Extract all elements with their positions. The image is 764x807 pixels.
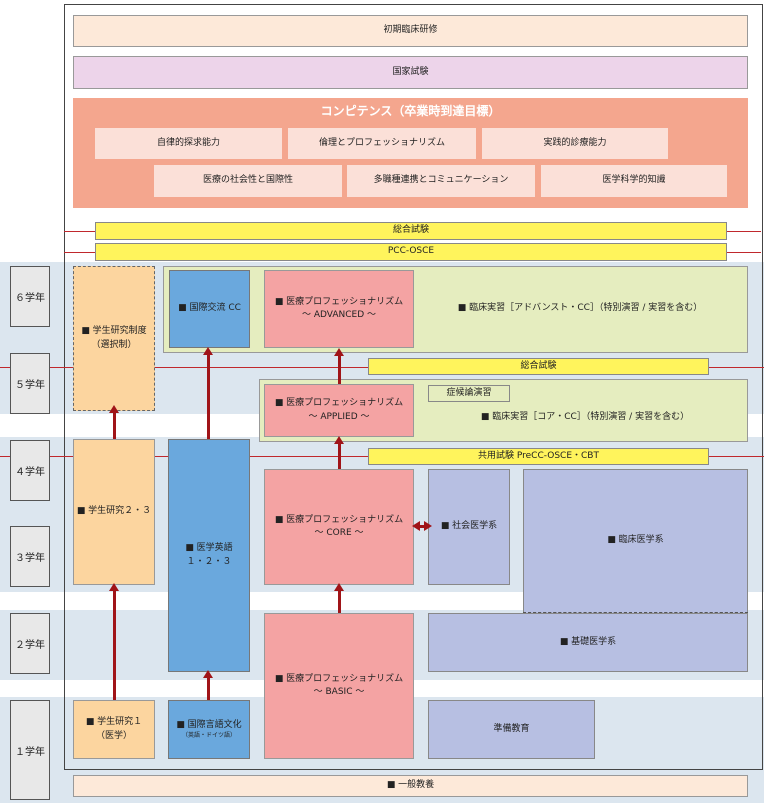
arrowhead-research1-to-23 [109,583,119,591]
competency-item: 倫理とプロフェッショナリズム [288,128,476,159]
competency-item: 医学科学的知識 [541,165,727,197]
arrow-research23-to-system [113,412,116,439]
student-research-23-box: ■ 学生研究２・３ [73,439,155,585]
med-english-box: ■ 医学英語 １・２・３ [168,439,250,672]
curriculum-frame [64,4,763,770]
competency-item: 医療の社会性と国際性 [154,165,342,197]
arrowhead-core-to-applied [334,436,344,444]
clinical-basic-dashed-divider [523,612,748,613]
intl-lang-title: ■ 国際言語文化 [176,719,242,730]
general-edu-box: ■ 一般教養 [73,775,748,797]
arrow-core-social-left-head [412,521,420,531]
prep-edu-box: 準備教育 [428,700,595,759]
prof-advanced-box: ■ 医療プロフェッショナリズム 〜 ADVANCED 〜 [264,270,414,348]
common-exam-bar: 共用試験 PreCC-OSCE・CBT [368,448,709,465]
comprehensive-exam-grade5-bar: 総合試験 [368,358,709,375]
grade-label-2: ２学年 [10,613,50,674]
competency-title: コンピテンス（卒業時到達目標） [320,104,501,119]
initial-training-box: 初期臨床研修 [73,15,748,47]
clinical-core-label: ■ 臨床実習［コア・CC］（特別演習 / 実習を含む） [480,412,690,423]
grade-label-3: ３学年 [10,526,50,587]
grade-label-5: ５学年 [10,353,50,414]
intl-cc-box: ■ 国際交流 CC [169,270,250,348]
symptom-seminar-box: 症候論演習 [428,385,510,402]
student-research-system-box: ■ 学生研究制度 （選択制） [73,266,155,411]
arrow-english-to-intl-cc [207,355,210,439]
competency-item: 多職種連携とコミュニケーション [347,165,535,197]
arrow-basic-to-core [338,590,341,613]
arrow-core-to-applied [338,444,341,469]
intl-lang-subtitle: （英語・ドイツ語） [181,731,236,739]
competency-item: 実践的診療能力 [482,128,668,159]
arrowhead-research23-to-system [109,405,119,413]
pcc-osce-bar: PCC-OSCE [95,243,727,261]
clinical-med-box: ■ 臨床医学系 [523,469,748,613]
prof-applied-box: ■ 医療プロフェッショナリズム 〜 APPLIED 〜 [264,384,414,437]
prof-core-box: ■ 医療プロフェッショナリズム 〜 CORE 〜 [264,469,414,585]
grade-label-6: ６学年 [10,266,50,327]
social-med-box: ■ 社会医学系 [428,469,510,585]
grade-label-1: １学年 [10,700,50,800]
comprehensive-exam-bar: 総合試験 [95,222,727,240]
arrow-research1-to-23 [113,590,116,700]
clinical-advanced-label: ■ 臨床実習［アドバンスト・CC］（特別演習 / 実習を含む） [457,303,703,314]
national-exam-box: 国家試験 [73,56,748,89]
arrowhead-basic-to-core [334,583,344,591]
grade6-clinical-panel [163,266,748,353]
arrow-core-social [418,525,426,528]
arrowhead-applied-to-advanced [334,348,344,356]
arrowhead-lang-to-english [203,670,213,678]
basic-med-box: ■ 基礎医学系 [428,613,748,672]
student-research-1-box: ■ 学生研究１ （医学） [73,700,155,759]
arrowhead-english-to-intl-cc [203,347,213,355]
intl-lang-box: ■ 国際言語文化 （英語・ドイツ語） [168,700,250,759]
prof-basic-box: ■ 医療プロフェッショナリズム 〜 BASIC 〜 [264,613,414,759]
arrow-applied-to-advanced [338,356,341,384]
arrow-core-social-right-head [424,521,432,531]
competency-item: 自律的探求能力 [95,128,282,159]
arrow-lang-to-english [207,677,210,700]
grade-label-4: ４学年 [10,440,50,501]
